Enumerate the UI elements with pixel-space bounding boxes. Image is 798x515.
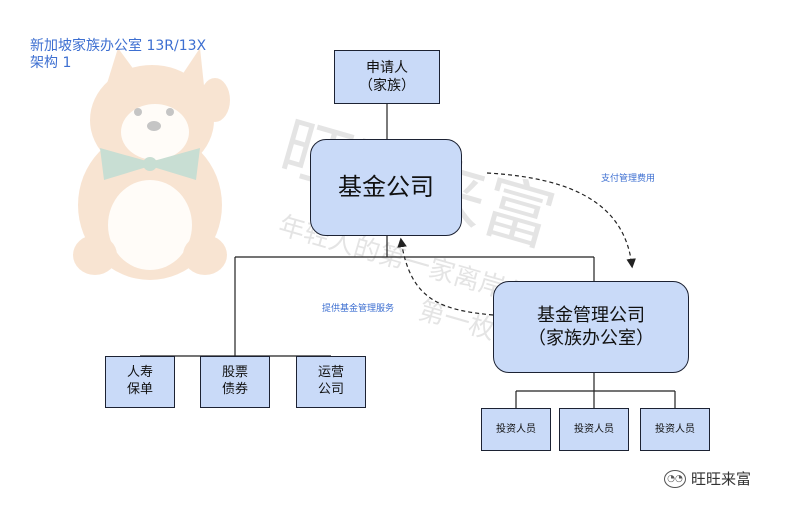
- node-life-insurance: 人寿 保单: [105, 356, 175, 408]
- edge-label-pay-fee: 支付管理费用: [601, 174, 656, 184]
- node-applicant-line1: 申请人: [366, 59, 408, 76]
- node-stocks-bonds: 股票 债券: [200, 356, 270, 408]
- node-fund-manager-line2: （家族办公室）: [528, 328, 654, 349]
- node-applicant: 申请人 （家族）: [334, 50, 440, 104]
- node-fund-company: 基金公司: [310, 139, 462, 236]
- diagram-subtitle: 架构 1: [30, 55, 72, 71]
- node-investor-2: 投资人员: [559, 408, 629, 451]
- brand-footer: ◔◔ 旺旺来富: [664, 468, 751, 489]
- node-stocks-bonds-line1: 股票: [221, 365, 248, 381]
- node-fund-manager: 基金管理公司 （家族办公室）: [493, 281, 689, 373]
- node-applicant-line2: （家族）: [359, 78, 415, 94]
- node-investor-3-label: 投资人员: [655, 424, 695, 435]
- node-operating-company: 运营 公司: [296, 356, 366, 408]
- node-fund-company-label: 基金公司: [338, 172, 434, 201]
- node-stocks-bonds-line2: 债券: [221, 382, 248, 397]
- node-operating-company-line1: 运营: [317, 365, 344, 381]
- node-life-insurance-line1: 人寿: [126, 365, 153, 381]
- edge-label-provide-service: 提供基金管理服务: [322, 304, 395, 314]
- node-investor-3: 投资人员: [640, 408, 710, 451]
- node-life-insurance-line2: 保单: [126, 382, 153, 397]
- node-investor-2-label: 投资人员: [574, 424, 614, 435]
- arrow-pay-fee: [486, 172, 636, 269]
- diagram-title: 新加坡家族办公室 13R/13X: [30, 38, 207, 54]
- node-fund-manager-line1: 基金管理公司: [537, 304, 645, 326]
- brand-name: 旺旺来富: [691, 470, 752, 488]
- wechat-icon: ◔◔: [664, 469, 686, 488]
- node-investor-1-label: 投资人员: [496, 424, 536, 435]
- node-operating-company-line2: 公司: [317, 382, 344, 397]
- node-investor-1: 投资人员: [481, 408, 551, 451]
- arrow-provide-service: [397, 237, 494, 316]
